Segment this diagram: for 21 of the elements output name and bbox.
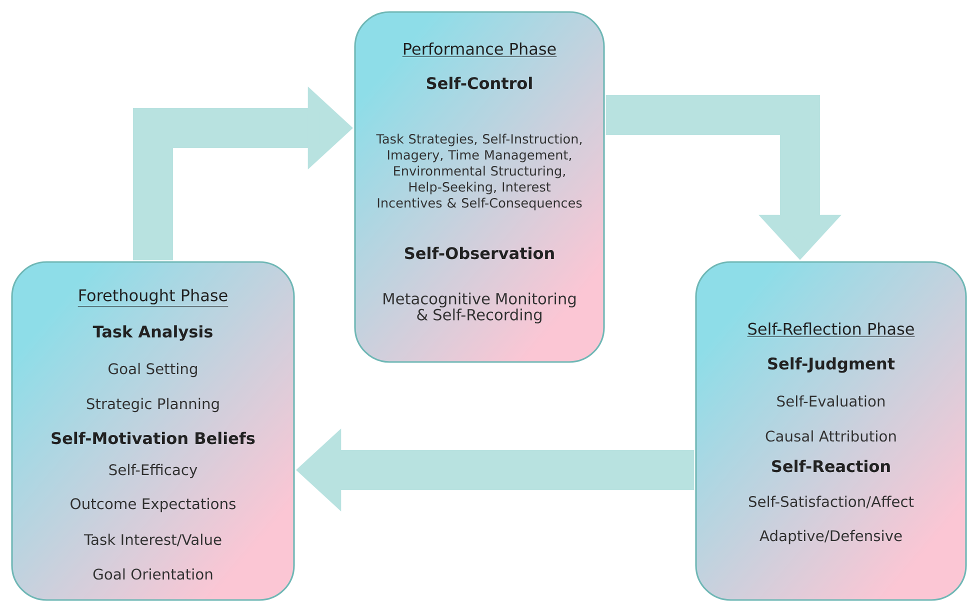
subheading: Self-Judgment	[768, 357, 895, 373]
list-item: Task Strategies, Self-Instruction, Imagery, Time Management, Environmental Structuring, Help-Seeking, Interest Incentives & Self-Consequences	[376, 134, 582, 210]
subheading: Self-Observation	[405, 246, 554, 260]
list-item: Self-Efficacy	[109, 464, 198, 478]
list-item: Self-Satisfaction/Affect	[748, 496, 914, 508]
phase-heading: Self-Reflection Phase	[747, 322, 915, 337]
list-item: Adaptive/Defensive	[760, 530, 902, 544]
subheading: Self-Reaction	[772, 460, 890, 472]
list-item: Causal Attribution	[766, 430, 896, 442]
phase-heading: Performance Phase	[402, 42, 557, 57]
list-item: Task Interest/Value	[84, 534, 222, 546]
subheading: Task Analysis	[92, 325, 212, 341]
list-item: Self-Evaluation	[777, 395, 885, 407]
list-item: Outcome Expectations	[70, 498, 236, 512]
list-item: Metacognitive Monitoring & Self-Recording	[384, 292, 576, 324]
list-item: Goal Setting	[108, 362, 197, 378]
subheading: Self-Control	[427, 76, 532, 90]
phase-heading: Forethought Phase	[78, 288, 228, 307]
list-item: Goal Orientation	[93, 568, 212, 580]
list-item: Strategic Planning	[86, 398, 219, 412]
subheading: Self-Motivation Beliefs	[52, 432, 255, 444]
